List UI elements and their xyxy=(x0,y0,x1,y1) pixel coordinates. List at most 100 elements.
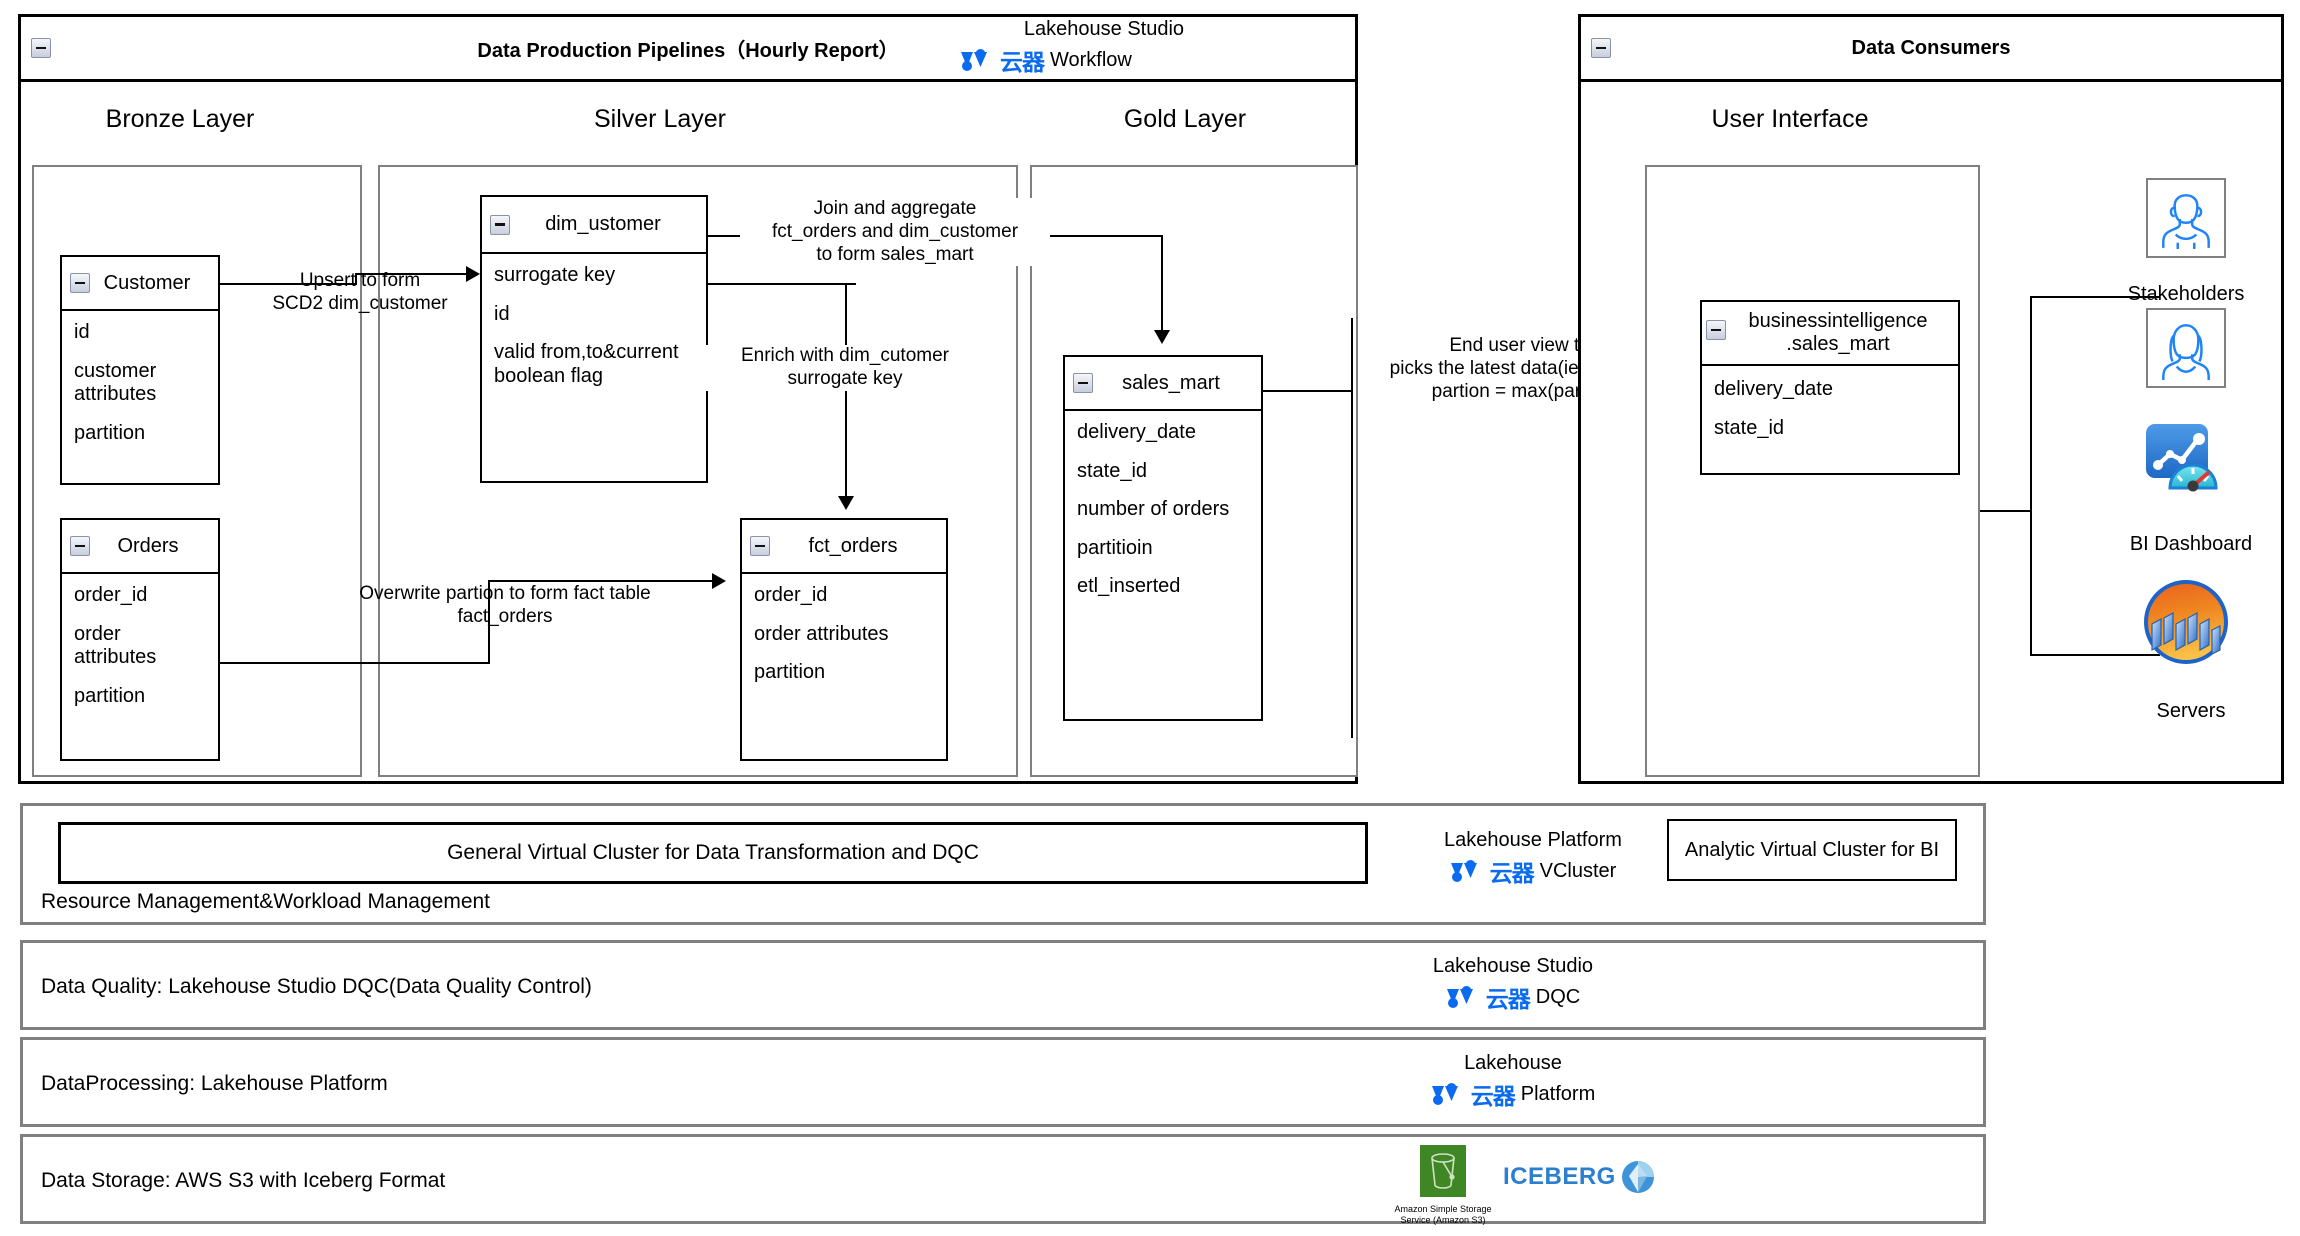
field-row: state_id xyxy=(1714,416,1785,439)
general-virtual-cluster-box[interactable]: General Virtual Cluster for Data Transfo… xyxy=(58,822,1368,884)
entity-orders[interactable]: Orders order_id order attributes partiti… xyxy=(60,518,220,761)
edge-label-join: Join and aggregate fct_orders and dim_cu… xyxy=(740,198,1050,267)
brand-product-label: VCluster xyxy=(1539,859,1617,882)
consumer-label-bi-dashboard: BI Dashboard xyxy=(2129,533,2253,555)
field-row: partition xyxy=(74,684,146,707)
edge-label-enrich: Enrich with dim_cutomer surrogate key xyxy=(700,345,990,391)
band-resource-management: General Virtual Cluster for Data Transfo… xyxy=(20,803,1986,925)
lakehouse-studio-workflow-brand: Lakehouse Studio 云器 Workflow xyxy=(960,18,1210,77)
field-row: delivery_date xyxy=(1077,421,1196,443)
entity-sales-mart[interactable]: sales_mart delivery_date state_id number… xyxy=(1063,355,1263,721)
field-row: customer attributes xyxy=(74,359,157,406)
collapse-icon[interactable] xyxy=(1591,38,1611,58)
entity-bi-sales-mart[interactable]: businessintelligence .sales_mart deliver… xyxy=(1700,300,1960,475)
band-data-storage: Data Storage: AWS S3 with Iceberg Format… xyxy=(20,1134,1986,1226)
connector-consumers-trunk-h xyxy=(1980,510,2032,512)
band-data-quality: Data Quality: Lakehouse Studio DQC(Data … xyxy=(20,940,1986,1030)
connector-orders-v xyxy=(488,580,490,664)
arrow-enrich-to-fct-orders xyxy=(838,496,854,510)
brand-top-label: Lakehouse xyxy=(1464,1052,1562,1074)
consumer-icon-servers[interactable] xyxy=(2142,578,2232,668)
entity-fct-orders[interactable]: fct_orders order_id order attributes par… xyxy=(740,518,948,761)
connector-enduser-v xyxy=(1351,318,1353,738)
connector-customer-upsert-v xyxy=(355,273,357,285)
lakehouse-mark-icon xyxy=(961,49,987,71)
s3-caption: Amazon Simple Storage Service (Amazon S3… xyxy=(1394,1204,1492,1226)
collapse-icon[interactable] xyxy=(70,273,90,293)
entity-name: Customer xyxy=(103,271,191,294)
field-row: order attributes xyxy=(754,622,889,645)
bi-dashboard-icon xyxy=(2146,424,2218,492)
brand-product-label: Platform xyxy=(1520,1082,1596,1105)
page-title: Data Production Pipelines（Hourly Report） xyxy=(477,39,899,62)
collapse-icon[interactable] xyxy=(70,536,90,556)
lakehouse-logo-text: 云器 xyxy=(1000,50,1045,76)
field-row: valid from,to&current boolean flag xyxy=(494,341,679,387)
connector-orders-h1 xyxy=(220,662,490,664)
connector-join-h2 xyxy=(1028,235,1163,237)
field-row: partition xyxy=(754,661,826,684)
connector-consumers-trunk-v xyxy=(2030,296,2032,656)
edge-label-overwrite: Overwrite partion to form fact table fac… xyxy=(359,583,651,627)
lakehouse-logo: 云器 Workflow xyxy=(960,43,1210,77)
lakehouse-logo-text: 云器 xyxy=(1485,987,1531,1013)
field-row: surrogate key xyxy=(494,264,616,286)
consumer-icon-bi-dashboard[interactable] xyxy=(2142,418,2232,508)
collapse-icon[interactable] xyxy=(750,536,770,556)
entity-fct-orders-fields: order_id order attributes partition xyxy=(742,574,946,693)
entity-dim-customer[interactable]: dim_ustomer surrogate key id valid from,… xyxy=(480,195,708,483)
field-row: number of orders xyxy=(1077,498,1230,521)
entity-dim-customer-header: dim_ustomer xyxy=(482,197,706,254)
resource-management-label: Resource Management&Workload Management xyxy=(41,890,491,913)
right-panel-title: Data Consumers xyxy=(1851,36,2011,59)
lakehouse-studio-dqc-brand: Lakehouse Studio 云器 DQC xyxy=(1398,955,1628,1014)
connector-consumers-branch-stakeholders xyxy=(2030,296,2160,298)
field-row: order attributes xyxy=(74,622,157,669)
s3-bucket-icon xyxy=(1420,1145,1466,1197)
connector-join-v xyxy=(1161,235,1163,330)
connector-orders-h2 xyxy=(488,580,714,582)
field-row: state_id xyxy=(1077,459,1148,482)
lakehouse-platform-brand: Lakehouse 云器 Platform xyxy=(1398,1052,1628,1111)
field-row: delivery_date xyxy=(1714,378,1833,400)
entity-fct-orders-header: fct_orders xyxy=(742,520,946,574)
field-row: partitioin xyxy=(1077,536,1153,559)
collapse-icon[interactable] xyxy=(490,214,510,235)
lakehouse-logo-text: 云器 xyxy=(1489,861,1535,887)
field-row: partition xyxy=(74,421,146,444)
field-row: etl_inserted xyxy=(1077,575,1181,598)
arrow-to-dim-customer xyxy=(466,266,480,282)
left-panel-title-bar: Data Production Pipelines（Hourly Report） xyxy=(21,17,1355,82)
entity-name: sales_mart xyxy=(1122,371,1220,394)
analytic-virtual-cluster-box[interactable]: Analytic Virtual Cluster for BI xyxy=(1667,819,1957,881)
brand-product-label: Workflow xyxy=(1050,48,1132,71)
consumer-icon-stakeholders-female[interactable] xyxy=(2146,308,2226,388)
entity-customer-fields: id customer attributes partition xyxy=(62,311,218,453)
entity-sales-mart-header: sales_mart xyxy=(1065,357,1261,411)
consumer-icon-stakeholders-male[interactable] xyxy=(2146,178,2226,258)
user-avatar-icon xyxy=(2162,194,2210,249)
lakehouse-logo: 云器 DQC xyxy=(1398,980,1628,1014)
user-avatar-female-icon xyxy=(2162,324,2210,380)
brand-top-label: Lakehouse Studio xyxy=(1432,955,1594,977)
entity-customer[interactable]: Customer id customer attributes partitio… xyxy=(60,255,220,485)
lakehouse-mark-icon xyxy=(1450,860,1477,882)
arrow-to-fct-orders xyxy=(712,573,726,589)
field-row: id xyxy=(494,302,510,325)
consumer-label-servers: Servers xyxy=(2156,700,2226,722)
lakehouse-mark-icon xyxy=(1446,986,1473,1008)
right-panel-title-bar: Data Consumers xyxy=(1581,17,2281,82)
lane-label-bronze: Bronze Layer xyxy=(105,105,255,133)
collapse-icon[interactable] xyxy=(1706,320,1726,340)
entity-bi-sales-mart-fields: delivery_date state_id xyxy=(1702,366,1958,448)
connector-enrich-h xyxy=(708,283,856,285)
entity-name: fct_orders xyxy=(808,534,898,557)
entity-orders-fields: order_id order attributes partition xyxy=(62,574,218,716)
lane-label-gold: Gold Layer xyxy=(1123,105,1247,133)
entity-name: businessintelligence .sales_mart xyxy=(1748,310,1928,355)
collapse-icon[interactable] xyxy=(1073,373,1093,393)
collapse-icon[interactable] xyxy=(31,38,51,58)
lane-label-silver: Silver Layer xyxy=(594,105,726,133)
connector-customer-upsert-h2 xyxy=(355,273,468,275)
lakehouse-mark-icon xyxy=(1431,1083,1458,1105)
